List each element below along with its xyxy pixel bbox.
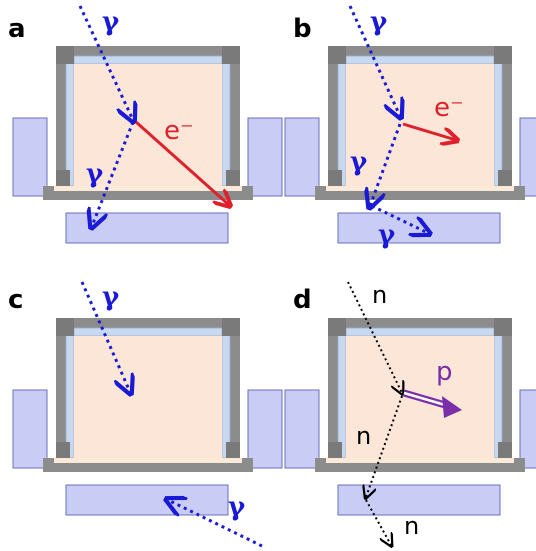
detector-c — [12, 317, 283, 516]
incoming-neutron-track — [347, 281, 402, 393]
electron-label: e⁻ — [434, 93, 464, 123]
outgoing-neutron-track — [365, 499, 391, 545]
detector-a — [12, 45, 283, 244]
scattered-gamma-track — [370, 123, 402, 206]
electron-track — [402, 122, 456, 140]
incoming-gamma-track — [80, 281, 130, 392]
panel-c: c γ γ — [8, 281, 283, 548]
gamma-label: γ — [102, 282, 120, 312]
proton-track — [403, 389, 462, 418]
incoming-gamma-track — [348, 5, 400, 116]
panel-label-b: b — [293, 14, 312, 44]
panel-a: a γ γ e⁻ — [8, 5, 283, 244]
neutron-label: n — [404, 512, 419, 540]
gamma-label: γ — [228, 492, 246, 522]
gamma-label: γ — [370, 7, 388, 37]
gamma-label: γ — [378, 220, 396, 250]
electron-label: e⁻ — [164, 116, 194, 146]
neutron-label: n — [372, 281, 387, 309]
gamma-label: γ — [86, 159, 104, 189]
gamma-label: γ — [350, 147, 368, 177]
detector-b — [284, 45, 536, 244]
panel-label-d: d — [293, 285, 312, 315]
electron-track — [135, 120, 229, 205]
scattered-gamma-track — [92, 121, 135, 226]
detector-d — [284, 317, 536, 516]
panel-label-c: c — [8, 285, 23, 315]
panel-d: d n p n n — [284, 281, 536, 545]
secondary-gamma-track — [371, 204, 428, 233]
gamma-label: γ — [102, 7, 120, 37]
neutron-label: n — [356, 422, 371, 450]
panel-label-a: a — [8, 14, 26, 44]
proton-label: p — [436, 357, 453, 387]
panel-b: b γ e⁻ γ γ — [284, 5, 536, 250]
